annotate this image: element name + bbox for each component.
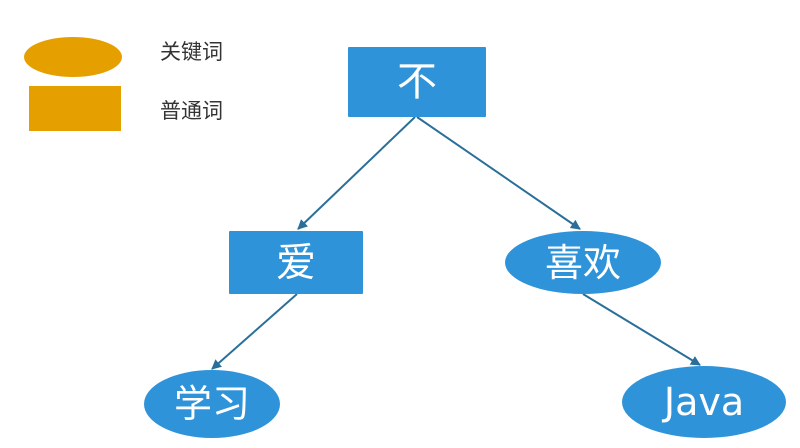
normal-legend-label: 普通词 [160,99,223,123]
tree-node-root: 不 [348,47,486,117]
tree-node-left-label: 爱 [276,239,316,286]
normal-legend-rectangle [29,86,121,131]
keyword-legend-ellipse [24,37,122,77]
edge-right-to-right-child [582,293,701,366]
keyword-legend-label: 关键词 [160,40,223,64]
tree-node-right-label: 喜欢 [544,240,621,285]
tree-node-right: 喜欢 [505,231,661,294]
edge-root-to-left [297,116,416,230]
tree-node-right-child-label: Java [663,380,745,424]
tree-node-left-child-label: 学习 [173,382,250,426]
tree-node-root-label: 不 [397,59,437,105]
edge-left-to-left-child [211,293,298,370]
edge-root-to-right [416,116,581,230]
tree-node-left: 爱 [229,231,363,294]
tree-node-left-child: 学习 [144,370,280,438]
tree-node-right-child: Java [622,366,786,438]
